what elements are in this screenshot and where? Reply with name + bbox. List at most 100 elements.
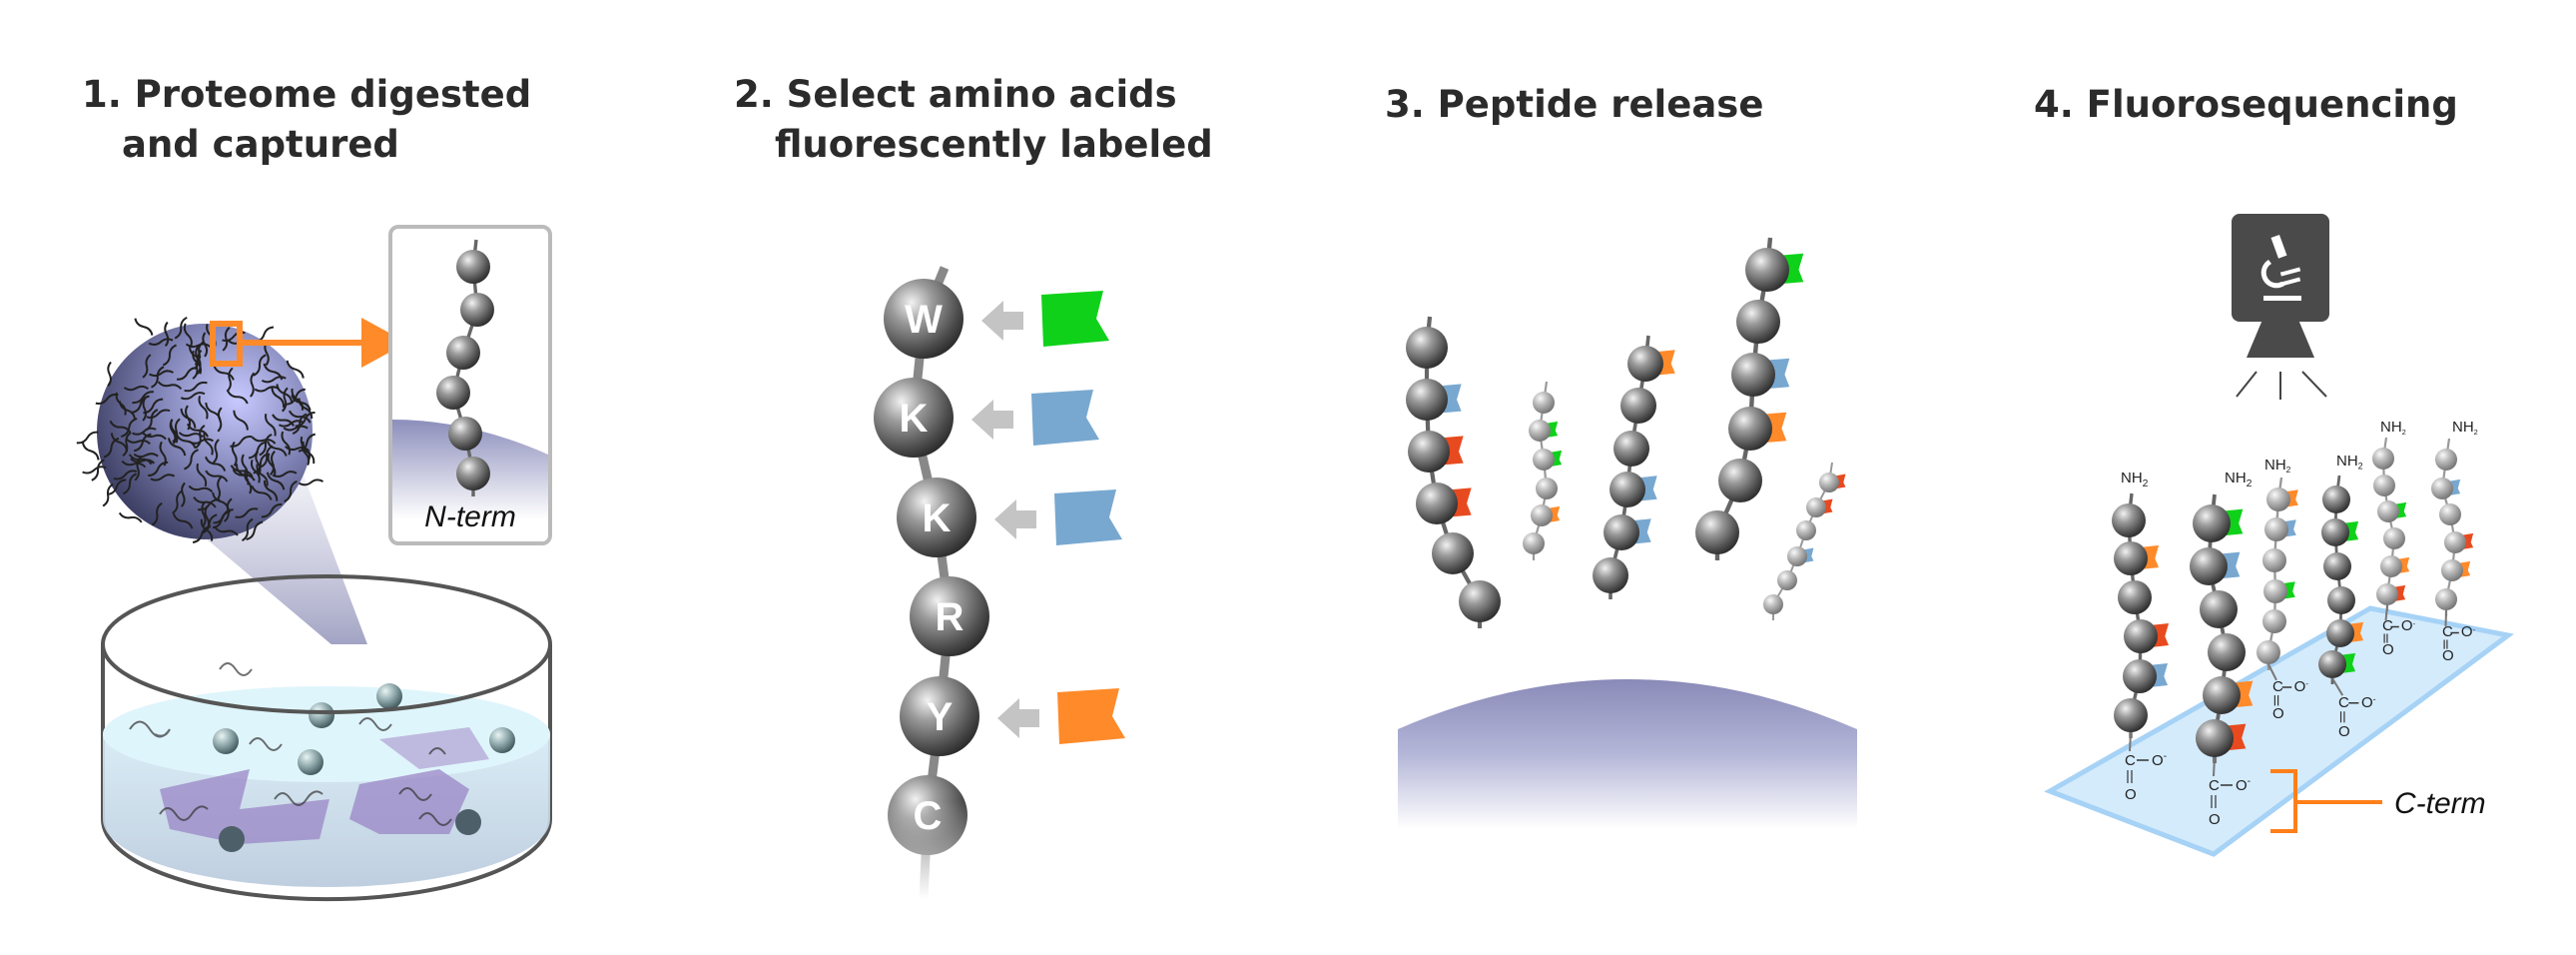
carbon-label: C [2442, 623, 2453, 640]
residue-letter: Y [927, 695, 954, 739]
oxygen-anion-label: O- [2294, 678, 2309, 695]
amino-acid-bead [2431, 478, 2453, 499]
oxygen-text: O [2461, 623, 2473, 640]
step-3-title: 3. Peptide release [1385, 83, 1763, 126]
amino-acid-bead [448, 417, 482, 451]
amino-acid-bead [1819, 473, 1839, 492]
subscript-2: 2 [2402, 428, 2406, 437]
oxygen-text: O [2294, 678, 2306, 695]
amino-acid-bead [2323, 552, 2351, 580]
oxygen-label: O [2209, 811, 2221, 828]
amino-acid-bead [1406, 327, 1448, 369]
c-term-bracket: C-term [2270, 769, 2486, 833]
amino-acid-bead [2264, 517, 2288, 541]
step-2-title-line2: fluorescently labeled [775, 123, 1213, 166]
amino-acid-bead [2372, 448, 2394, 470]
charge-text: - [2248, 775, 2252, 787]
carbon-label: C [2125, 752, 2136, 769]
n-terminus-label: NH2 [2264, 457, 2291, 475]
amino-acid-bead [2263, 579, 2287, 603]
amino-acid-bead [874, 378, 954, 458]
amino-acid-bead [2190, 547, 2228, 585]
amino-acid-bead [1763, 594, 1783, 614]
residue-letter: R [936, 595, 965, 639]
amino-acid-bead [1610, 472, 1645, 507]
subscript-2: 2 [2247, 478, 2253, 489]
amino-acid-bead [1533, 449, 1555, 471]
amino-acid-bead [1718, 459, 1762, 502]
n-term-inset: N-term [388, 225, 552, 545]
amino-acid-bead [460, 293, 494, 327]
glass-slide [2044, 605, 2515, 857]
amino-acid-bead [2256, 640, 2280, 664]
amino-acid-bead [2318, 650, 2346, 678]
residue-letter: W [905, 298, 943, 342]
microscope-icon [2260, 234, 2301, 301]
amino-acid-bead [1523, 532, 1545, 554]
oxygen-label: O [2442, 647, 2454, 664]
amino-acid-bead [1536, 478, 1558, 499]
amino-acid-bead [2200, 590, 2238, 628]
c-term-label: C-term [2394, 787, 2486, 820]
amino-acid-bead [2380, 555, 2402, 577]
arrow-left-icon [971, 400, 1013, 440]
oxygen-text: O [2236, 777, 2248, 794]
amino-acid-bead [1728, 407, 1772, 451]
amino-acid-bead [2439, 503, 2461, 525]
amino-acid-bead [1593, 557, 1628, 593]
amino-acid-bead [436, 376, 470, 410]
arrow-left-icon [997, 698, 1039, 738]
amino-acid-bead [2123, 659, 2157, 693]
oxygen-anion-label: O- [2361, 694, 2376, 711]
step-4-title: 4. Fluorosequencing [2034, 83, 2458, 126]
amino-acid-bead [900, 676, 979, 756]
charge-text: - [2473, 625, 2476, 634]
nh-text: NH [2380, 419, 2402, 436]
oxygen-label: O [2125, 786, 2137, 803]
oxygen-label: O [2272, 705, 2284, 722]
microscope-camera-icon [2232, 214, 2329, 400]
amino-acid-bead [1745, 248, 1789, 292]
amino-acid-bead [1777, 570, 1797, 590]
amino-acid-bead [2377, 500, 2399, 522]
amino-acid-bead [1529, 420, 1551, 442]
released-peptide [1593, 335, 1675, 599]
amino-acid-bead [2383, 527, 2405, 549]
amino-acid-bead [1406, 379, 1448, 421]
oxygen-label: O [2382, 641, 2394, 658]
amino-acid-bead [1416, 482, 1458, 524]
amino-acid-bead [2435, 588, 2457, 610]
amino-acid-bead [1531, 504, 1553, 526]
n-term-label: N-term [424, 500, 516, 533]
amino-acid-bead [1613, 431, 1649, 467]
step-1-title-line2: and captured [122, 123, 399, 166]
step-1-title-line1: 1. Proteome digested [82, 73, 531, 116]
amino-acid-bead [456, 457, 490, 490]
amino-acid-bead [2124, 619, 2158, 653]
step-2-title-line1: 2. Select amino acids [734, 73, 1177, 116]
charge-text: - [2373, 694, 2376, 704]
step-1-title: 1. Proteome digested and captured [82, 73, 531, 166]
carbon-label: C [2272, 678, 2283, 695]
residue-letter: K [900, 397, 929, 441]
residue-letter: C [914, 794, 943, 838]
amino-acid-bead [884, 279, 964, 359]
amino-acid-bead [1604, 514, 1639, 550]
carbon-label: C [2338, 694, 2349, 711]
charge-text: - [2164, 750, 2168, 762]
n-terminus-label: NH2 [2336, 453, 2363, 471]
amino-acid-bead [2444, 531, 2466, 553]
n-terminus-label: NH2 [2452, 419, 2478, 437]
oxygen-anion-label: O- [2236, 775, 2252, 794]
amino-acid-bead [2118, 580, 2152, 614]
step-1-illustration: N-term [76, 225, 553, 902]
